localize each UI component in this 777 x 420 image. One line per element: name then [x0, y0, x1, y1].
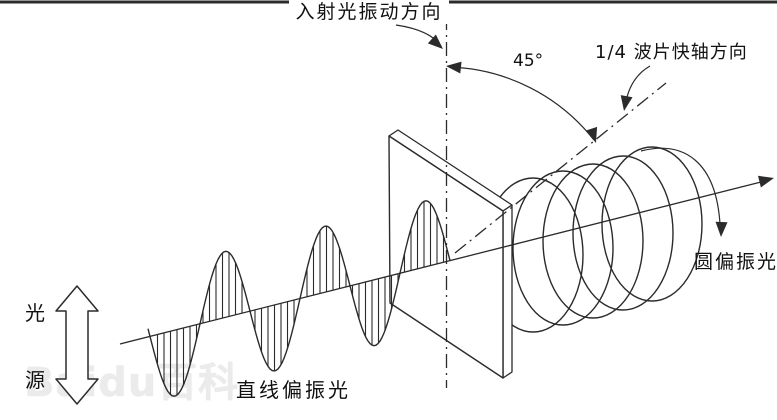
- label-incident-vibration-direction: 入射光振动方向: [289, 0, 449, 24]
- arrowhead: [585, 126, 598, 143]
- helix-circle: [512, 170, 614, 326]
- label-light-source-char-1: 光: [25, 301, 45, 325]
- sine-wave: [147, 200, 451, 397]
- arrowhead: [620, 95, 633, 111]
- label-quarter-wave-plate-fast-axis: 1/4 波片快轴方向: [595, 42, 748, 63]
- arrowhead: [715, 221, 728, 237]
- source-vibration-arrow: [55, 285, 99, 405]
- rotation-direction-curve: [640, 147, 721, 225]
- label-45-degree: 45°: [510, 51, 547, 71]
- arrowhead: [757, 175, 774, 188]
- angle-45-arc: [448, 66, 595, 141]
- helix-circle: [601, 146, 703, 302]
- propagation-axis: [119, 181, 762, 345]
- fast-axis-line: [454, 82, 667, 254]
- label-light-source-char-2: 源: [25, 368, 45, 392]
- label-circularly-polarized-light: 圆偏振光: [694, 251, 777, 273]
- label-linearly-polarized-light: 直线偏振光: [236, 378, 351, 402]
- arrowhead: [427, 34, 443, 49]
- helix-circle: [572, 155, 674, 311]
- helix-circle: [542, 163, 644, 319]
- arrowhead: [446, 61, 462, 74]
- plate-side-edge: [502, 204, 513, 379]
